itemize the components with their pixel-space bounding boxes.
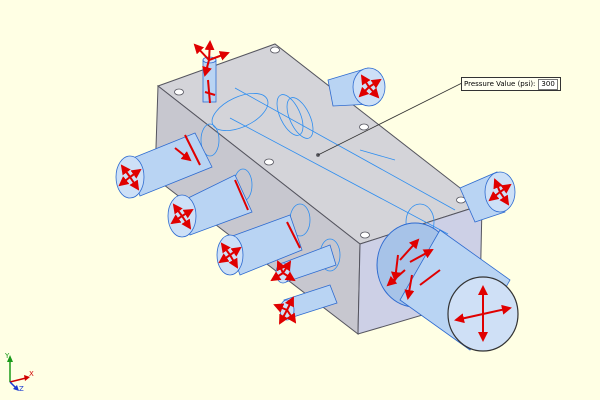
callout-leader xyxy=(317,82,463,156)
coordinate-triad: Y X Z xyxy=(2,352,42,396)
z-axis-label: Z xyxy=(19,385,24,393)
pressure-loads xyxy=(118,40,512,342)
hole-4 xyxy=(359,123,369,131)
y-axis-label: Y xyxy=(5,352,10,360)
pressure-label: Pressure Value (psi): xyxy=(464,80,536,88)
hole-1 xyxy=(174,88,184,96)
pressure-value-field[interactable]: 300 xyxy=(538,78,558,90)
hole-5 xyxy=(360,231,370,239)
hole-2 xyxy=(270,46,280,54)
port-upper-right xyxy=(327,67,386,107)
mounting-holes xyxy=(174,46,466,239)
port-large-front xyxy=(376,222,519,352)
pressure-callout[interactable]: Pressure Value (psi): 300 xyxy=(461,77,561,91)
hole-3 xyxy=(264,158,274,166)
x-axis-label: X xyxy=(29,370,34,378)
